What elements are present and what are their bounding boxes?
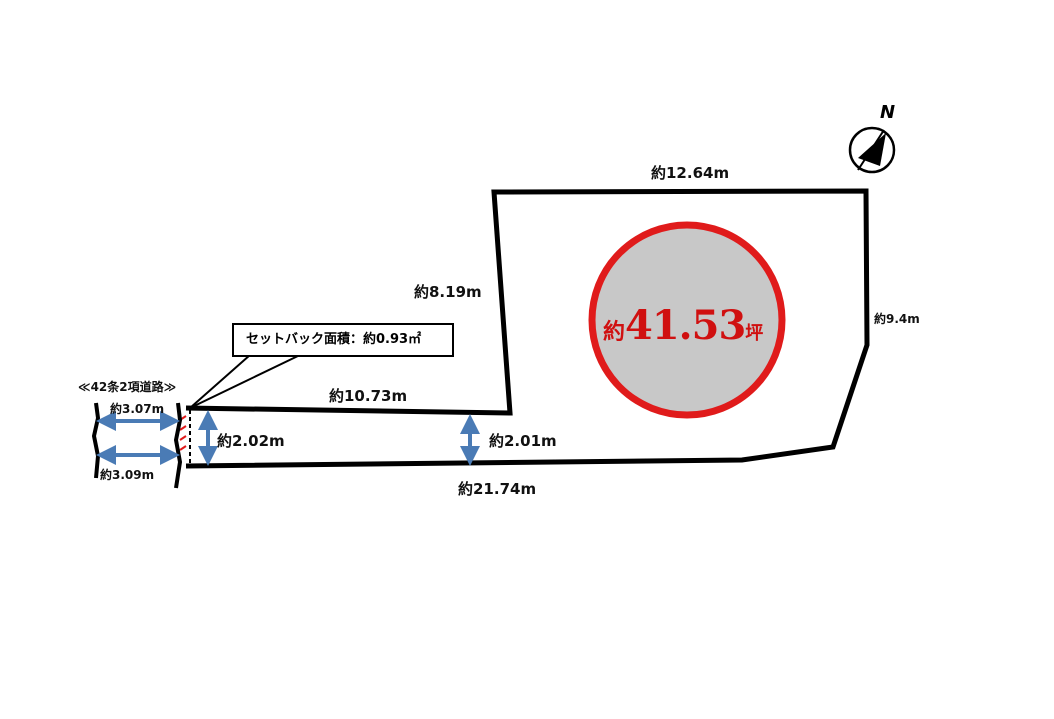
dim-top: 約12.64m: [651, 164, 730, 182]
dim-road-width-top: 約3.07m: [110, 402, 165, 416]
lot-outline: [185, 188, 870, 469]
area-value: 41.53: [625, 302, 746, 349]
north-label: N: [880, 102, 896, 123]
road-edge-right: [173, 402, 183, 489]
dim-passage-top: 約10.73m: [329, 387, 408, 405]
dim-right: 約9.4m: [874, 312, 920, 326]
setback-callout-text: セットバック面積：約0.93㎡: [246, 332, 422, 347]
dim-road-width-bottom: 約3.09m: [100, 468, 155, 482]
area-unit: 坪: [745, 323, 764, 344]
area-prefix: 約: [603, 319, 626, 345]
setback-callout-box: [232, 323, 454, 357]
north-compass-icon: [848, 126, 896, 174]
dim-passage-width: 約2.01m: [489, 432, 557, 450]
road-edge-left: [91, 402, 101, 479]
dim-bottom: 約21.74m: [458, 480, 537, 498]
dim-left-main: 約8.19m: [414, 283, 482, 301]
area-circle: [588, 221, 786, 419]
callout-pointer: [189, 354, 301, 409]
area-label: 約41.53坪: [603, 306, 763, 346]
road-label: ≪42条2項道路≫: [78, 380, 177, 394]
dim-frontage: 約2.02m: [217, 432, 285, 450]
